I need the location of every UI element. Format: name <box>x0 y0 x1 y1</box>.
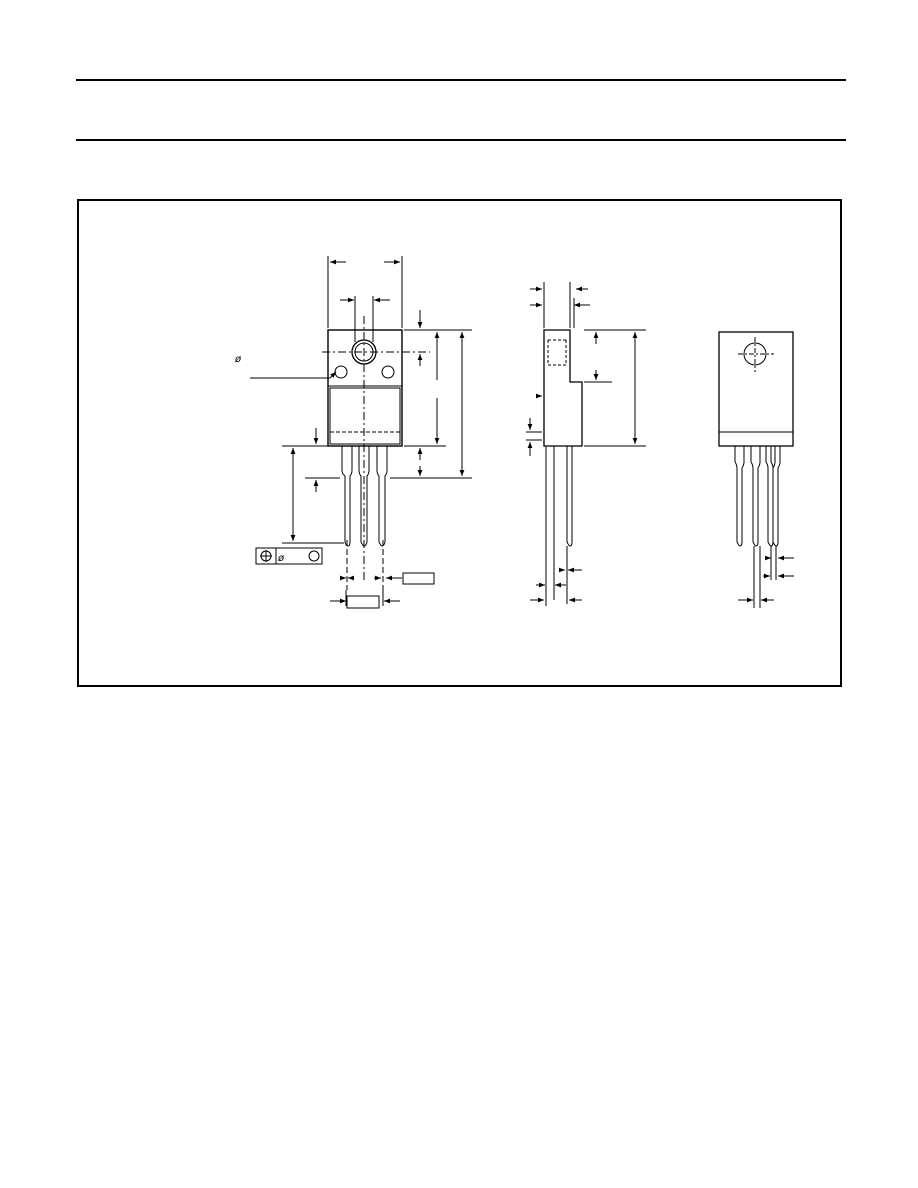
hole-diameter-symbol: ø <box>234 354 242 365</box>
header-top-rule <box>76 79 846 81</box>
fcf-diameter-symbol: ø <box>277 553 285 564</box>
front-view <box>250 256 472 606</box>
datum-box-2 <box>346 595 380 609</box>
feature-control-frame <box>255 547 323 565</box>
figure-frame <box>77 199 842 687</box>
datum-box-1 <box>402 572 435 585</box>
rear-view <box>718 331 794 608</box>
side-view <box>526 282 646 606</box>
header-bottom-rule <box>76 139 846 141</box>
